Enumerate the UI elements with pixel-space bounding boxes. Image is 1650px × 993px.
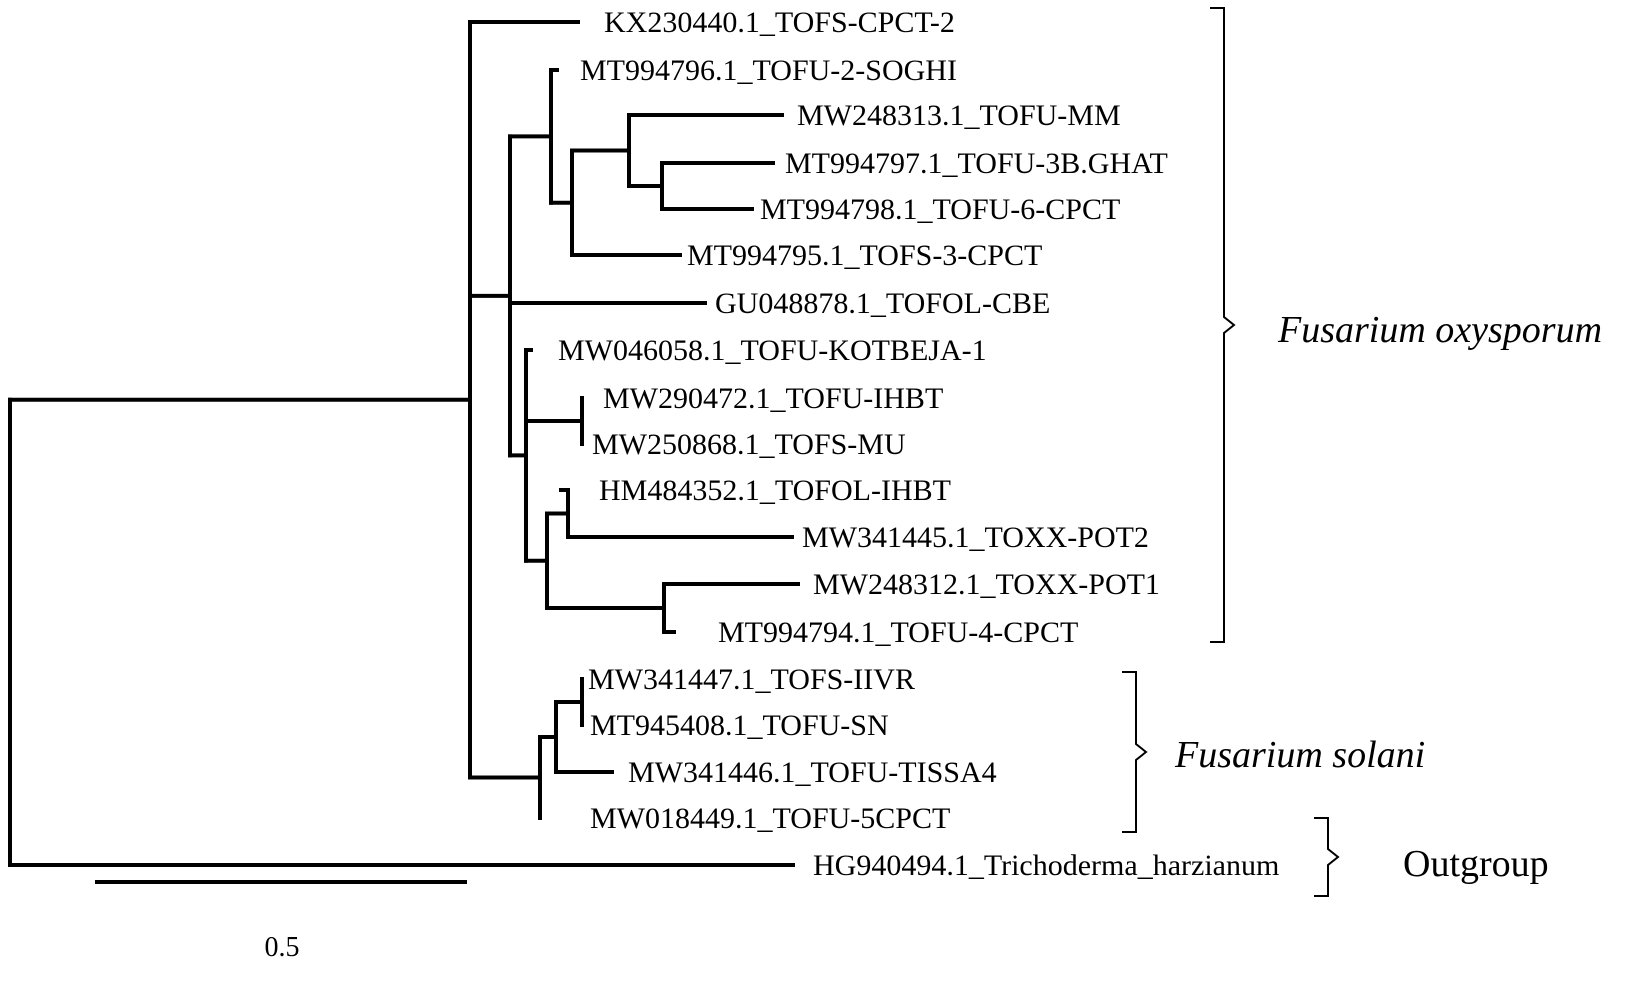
group-label: Outgroup [1403, 843, 1549, 885]
leaf-label: KX230440.1_TOFS-CPCT-2 [604, 6, 955, 39]
leaf-label: MW341446.1_TOFU-TISSA4 [628, 756, 997, 789]
group-bracket [1210, 7, 1236, 643]
scale-bar-label: 0.5 [265, 932, 300, 963]
group-bracket [1122, 671, 1148, 833]
group-label: Fusarium oxysporum [1277, 309, 1602, 351]
leaf-label: MW250868.1_TOFS-MU [592, 428, 906, 461]
leaf-label: MT994798.1_TOFU-6-CPCT [760, 193, 1120, 226]
leaf-label: MW248313.1_TOFU-MM [797, 99, 1121, 132]
leaf-label: GU048878.1_TOFOL-CBE [715, 287, 1050, 320]
leaf-labels: KX230440.1_TOFS-CPCT-2MT994796.1_TOFU-2-… [558, 6, 1279, 882]
leaf-label: MW341447.1_TOFS-IIVR [588, 663, 915, 696]
leaf-label: MT994797.1_TOFU-3B.GHAT [785, 147, 1168, 180]
tree-branches [8, 20, 800, 867]
leaf-label: MT994795.1_TOFS-3-CPCT [687, 239, 1042, 272]
group-label: Fusarium solani [1174, 734, 1425, 776]
leaf-label: MW290472.1_TOFU-IHBT [603, 382, 943, 415]
leaf-label: HM484352.1_TOFOL-IHBT [599, 474, 951, 507]
leaf-label: MW248312.1_TOXX-POT1 [813, 568, 1160, 601]
group-bracket [1314, 817, 1340, 897]
leaf-label: MT945408.1_TOFU-SN [590, 709, 889, 742]
leaf-label: MT994794.1_TOFU-4-CPCT [718, 616, 1078, 649]
leaf-label: HG940494.1_Trichoderma_harzianum [813, 849, 1279, 882]
leaf-label: MT994796.1_TOFU-2-SOGHI [580, 54, 957, 87]
group-brackets [1122, 7, 1340, 897]
scale-bar: 0.5 [95, 880, 467, 963]
leaf-label: MW018449.1_TOFU-5CPCT [590, 802, 950, 835]
leaf-label: MW341445.1_TOXX-POT2 [802, 521, 1149, 554]
leaf-label: MW046058.1_TOFU-KOTBEJA-1 [558, 334, 987, 367]
